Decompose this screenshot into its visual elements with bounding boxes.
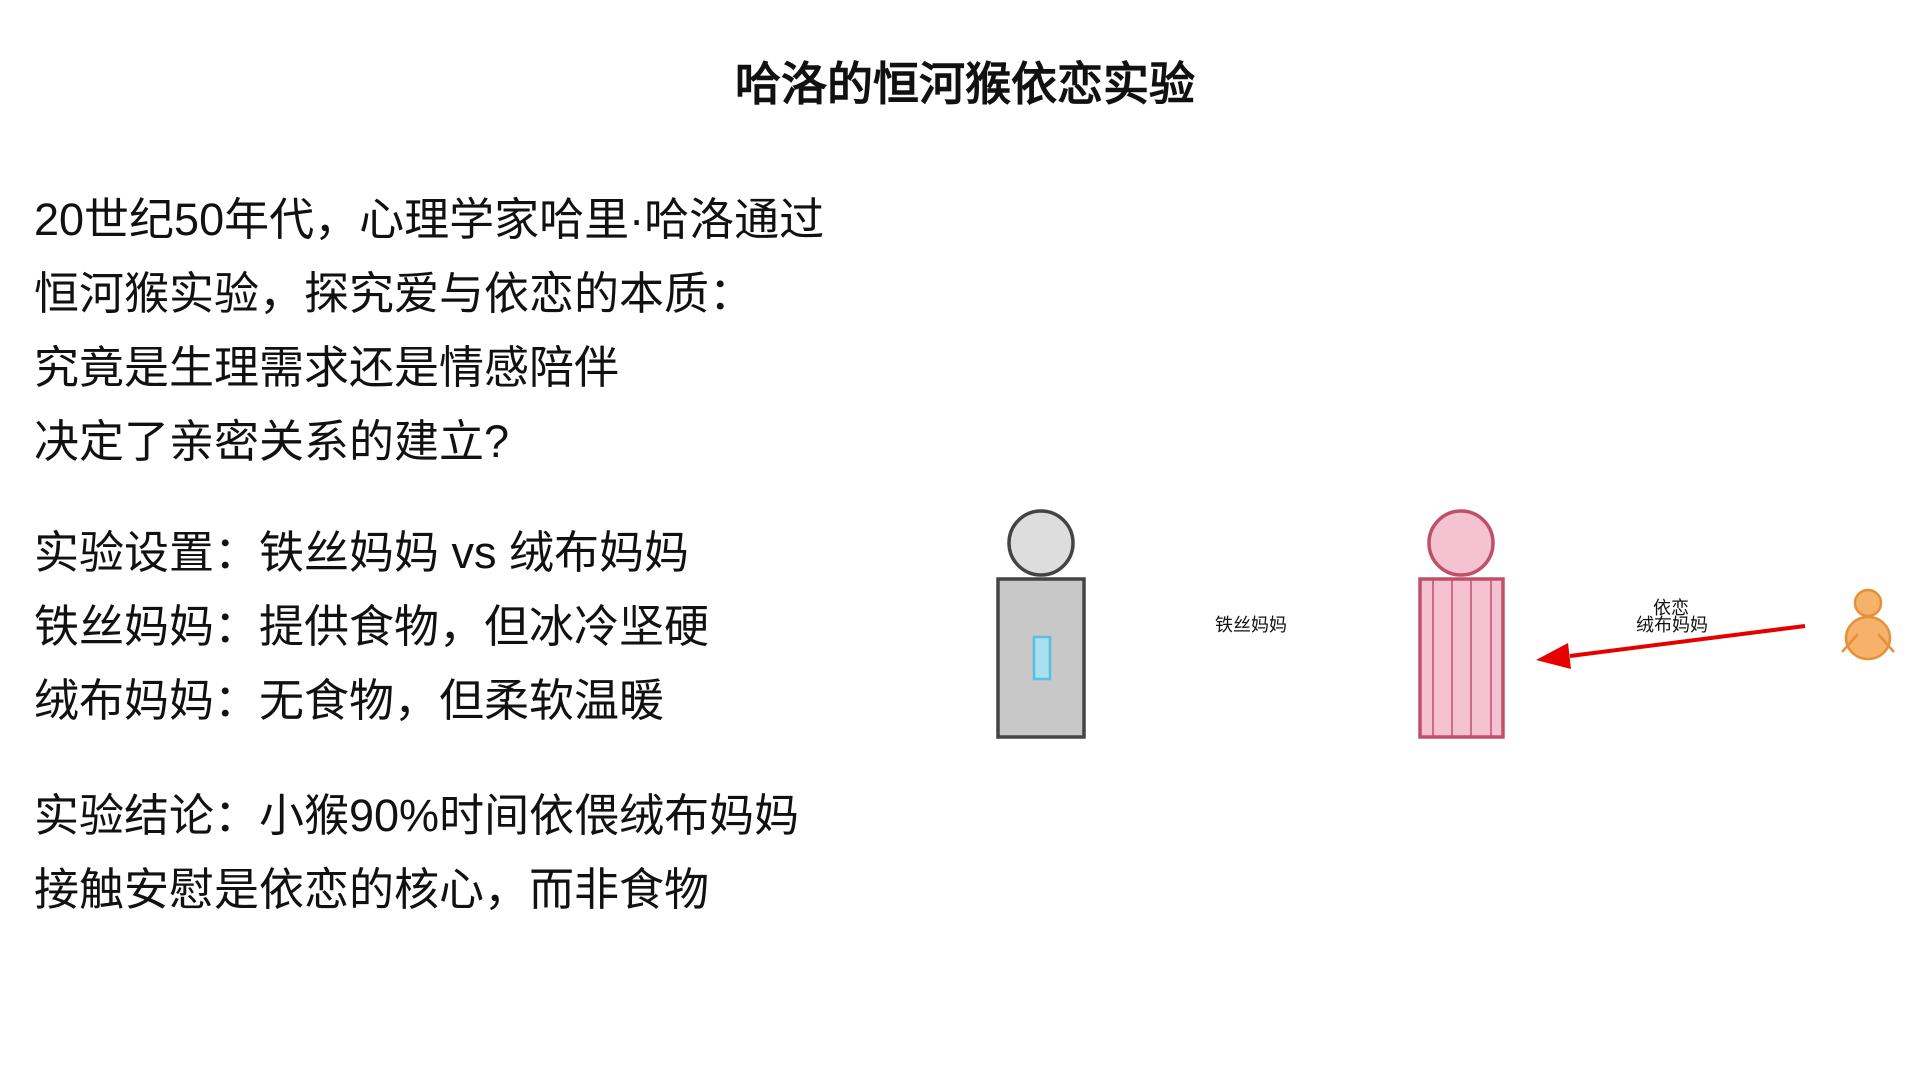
intro-line: 究竟是生理需求还是情感陪伴 bbox=[34, 342, 620, 393]
conclusion-line: 接触安慰是依恋的核心，而非食物 bbox=[34, 864, 710, 915]
setup-line: 铁丝妈妈：提供食物，但冰冷坚硬 bbox=[34, 601, 710, 652]
setup-line: 绒布妈妈：无食物，但柔软温暖 bbox=[34, 675, 665, 726]
baby-monkey-arm bbox=[1841, 633, 1859, 653]
baby-monkey-body bbox=[1844, 615, 1892, 661]
intro-line: 20世纪50年代，心理学家哈里·哈洛通过 bbox=[34, 194, 825, 245]
cloth-mother-head bbox=[1427, 509, 1495, 577]
cloth-mother-label: 绒布妈妈 bbox=[1636, 615, 1708, 635]
wire-mother-body bbox=[996, 577, 1086, 739]
milk-bottle-icon bbox=[1032, 635, 1052, 681]
arrow-label: 依恋 bbox=[1653, 597, 1689, 618]
intro-line: 恒河猴实验，探究爱与依恋的本质： bbox=[34, 268, 755, 319]
cloth-mother-figure bbox=[1418, 509, 1505, 739]
slide-title: 哈洛的恒河猴依恋实验 bbox=[735, 58, 1195, 110]
baby-monkey-arm bbox=[1877, 633, 1895, 653]
cloth-mother-body bbox=[1418, 577, 1505, 739]
intro-line: 决定了亲密关系的建立? bbox=[34, 416, 510, 467]
arrow-shaft bbox=[1569, 624, 1806, 658]
setup-line: 实验设置：铁丝妈妈 vs 绒布妈妈 bbox=[34, 527, 690, 578]
baby-monkey-head bbox=[1853, 588, 1883, 618]
baby-monkey-icon bbox=[1841, 588, 1895, 661]
conclusion-line: 实验结论：小猴90%时间依偎绒布妈妈 bbox=[34, 790, 800, 841]
wire-mother-head bbox=[1007, 509, 1075, 577]
wire-mother-figure bbox=[996, 509, 1086, 739]
wire-mother-label: 铁丝妈妈 bbox=[1215, 615, 1287, 635]
attachment-arrow bbox=[1536, 624, 1806, 669]
arrow-head-icon bbox=[1536, 643, 1571, 669]
